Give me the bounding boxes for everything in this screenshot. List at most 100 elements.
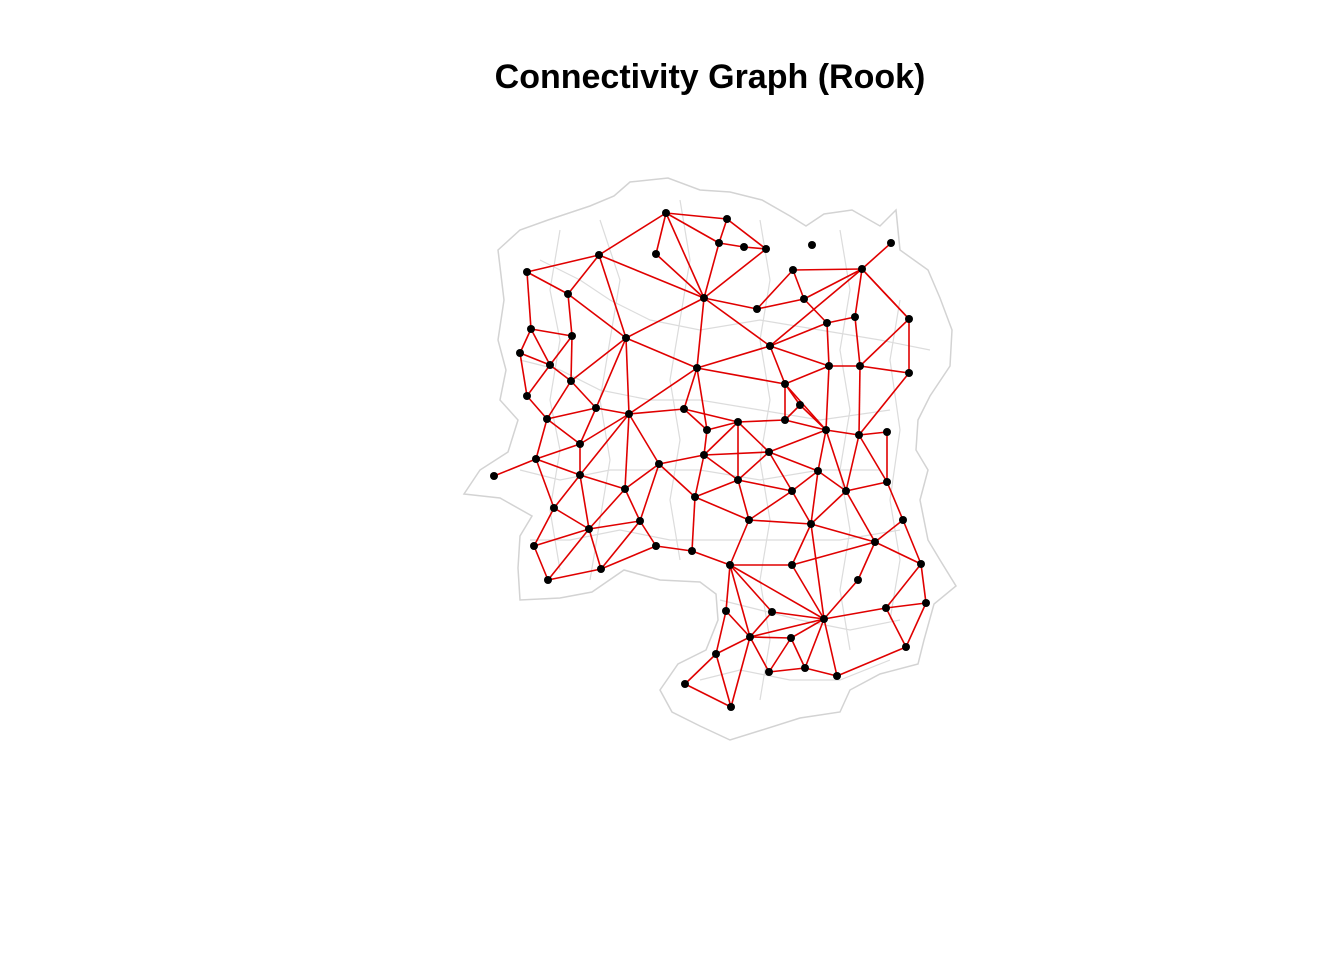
graph-node [688, 547, 696, 555]
graph-node [808, 241, 816, 249]
graph-node [576, 440, 584, 448]
graph-node [490, 472, 498, 480]
graph-node [854, 576, 862, 584]
graph-edge [546, 418, 581, 445]
graph-edge [535, 458, 555, 509]
region-outline [462, 177, 957, 741]
graph-nodes [490, 209, 930, 711]
graph-node [715, 239, 723, 247]
graph-node [544, 576, 552, 584]
graph-edge [725, 564, 731, 612]
graph-node [530, 542, 538, 550]
graph-edge [825, 429, 860, 436]
graph-node [550, 504, 558, 512]
graph-edge [567, 254, 600, 295]
graph-node [768, 608, 776, 616]
graph-edge [628, 408, 685, 415]
graph-edge [791, 490, 812, 525]
graph-edge [803, 268, 863, 300]
graph-edge [658, 463, 696, 498]
graph-node [833, 672, 841, 680]
graph-edge [902, 519, 922, 565]
graph-edge [535, 458, 581, 476]
graph-node [788, 487, 796, 495]
graph-node [740, 243, 748, 251]
graph-node [856, 362, 864, 370]
graph-edge [769, 345, 830, 367]
graph-edge [683, 408, 739, 423]
graph-node [781, 380, 789, 388]
graph-node [712, 650, 720, 658]
graph-edge [625, 337, 630, 415]
graph-edge [784, 365, 830, 385]
graph-edge [624, 488, 641, 522]
graph-edge [579, 413, 630, 445]
graph-edge [703, 242, 720, 299]
graph-node [592, 404, 600, 412]
graph-node [595, 251, 603, 259]
graph-edge [715, 610, 727, 655]
graph-edge [519, 352, 551, 366]
graph-node [765, 448, 773, 456]
graph-edge [567, 293, 573, 337]
graph-edge [546, 380, 572, 420]
graph-edge [857, 541, 876, 581]
graph-edge [729, 564, 751, 638]
graph-edge [730, 636, 751, 708]
graph-node [564, 290, 572, 298]
graph-edge [737, 479, 793, 492]
graph-edge [784, 419, 827, 431]
graph-edge [810, 470, 819, 525]
graph-edge [748, 490, 793, 521]
graph-edge [579, 407, 597, 445]
graph-edge [861, 268, 910, 320]
graph-edge [845, 481, 888, 492]
graph-edge [768, 667, 806, 673]
graph-edge [655, 212, 667, 255]
graph-node [652, 250, 660, 258]
graph-edge [588, 528, 602, 570]
graph-edge [771, 611, 825, 620]
graph-node [814, 467, 822, 475]
graph-node [727, 703, 735, 711]
graph-node [871, 538, 879, 546]
graph-edge [579, 474, 590, 530]
graph-edge [769, 345, 786, 385]
graph-edge [799, 404, 827, 431]
graph-node [887, 239, 895, 247]
graph-edge [737, 419, 786, 423]
graph-node [902, 643, 910, 651]
graph-node [516, 349, 524, 357]
graph-edge [570, 335, 573, 382]
graph-edge [715, 653, 732, 708]
graph-edge [810, 523, 876, 543]
graph-node [585, 525, 593, 533]
graph-node [753, 305, 761, 313]
graph-edge [792, 268, 863, 271]
graph-edge [530, 328, 573, 337]
graph-node [883, 428, 891, 436]
graph-node [883, 478, 891, 486]
graph-node [680, 405, 688, 413]
graph-edge [665, 212, 720, 244]
graph-edge [905, 602, 927, 648]
graph-edge [547, 528, 590, 581]
graph-node [652, 542, 660, 550]
graph-edge [493, 458, 537, 477]
graph-node [625, 410, 633, 418]
graph-edge [639, 520, 657, 547]
graph-edge [826, 322, 830, 367]
graph-node [825, 362, 833, 370]
graph-edge [526, 271, 532, 330]
graph-edge [684, 653, 717, 685]
graph-node [801, 664, 809, 672]
graph-node [766, 342, 774, 350]
graph-edge [874, 541, 922, 565]
graph-edge [533, 528, 590, 547]
graph-edge [756, 269, 794, 310]
graph-edge [628, 367, 698, 415]
graph-edge [570, 337, 627, 382]
graph-node [597, 565, 605, 573]
graph-edge [628, 413, 660, 465]
graph-node [655, 460, 663, 468]
